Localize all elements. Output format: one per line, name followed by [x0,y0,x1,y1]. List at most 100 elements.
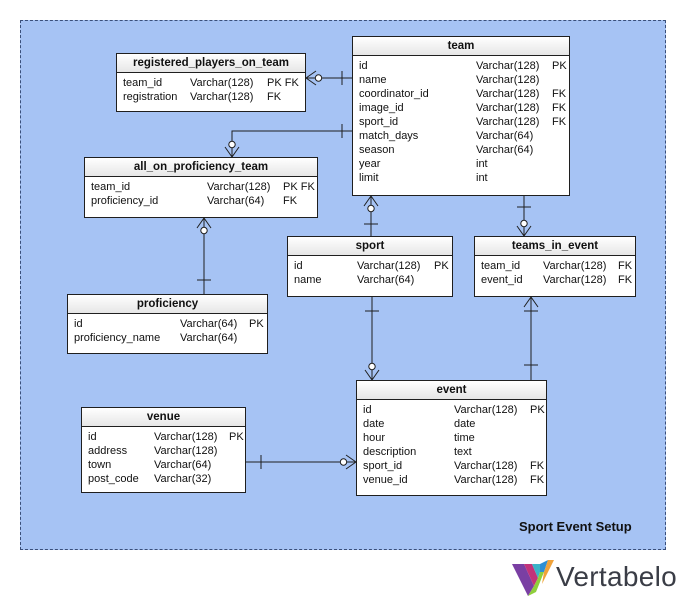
column-name: image_id [359,102,404,114]
column-name: sport_id [363,460,403,472]
rel-team-teams-in-event [516,196,532,237]
column-type: Varchar(64) [180,318,238,330]
column-type: Varchar(128) [454,460,518,472]
column-key: PK FK [283,181,315,193]
column-name: registration [123,91,178,103]
table-title: all_on_proficiency_team [85,158,317,177]
table-title: venue [82,408,245,427]
column-type: Varchar(64) [357,274,415,286]
table-row: post_code Varchar(32) [88,472,245,486]
vertabelo-logo: Vertabelo [510,556,680,602]
column-name: match_days [359,130,419,142]
table-row: sport_id Varchar(128) FK [363,459,546,473]
column-key: FK [618,274,633,286]
column-type: Varchar(128) [476,74,540,86]
column-key: PK [229,431,244,443]
table-row: address Varchar(128) [88,444,245,458]
column-key: PK [530,404,545,416]
column-key: FK [552,116,567,128]
rel-sport-team [363,195,379,236]
table-registered-players-on-team[interactable]: registered_players_on_team team_id Varch… [116,53,306,112]
brand-name: Vertabelo [556,561,678,592]
table-row: limit int [359,171,569,185]
table-title: registered_players_on_team [117,54,305,73]
column-type: Varchar(128) [543,274,607,286]
rel-registered-players-team [305,70,352,86]
vertabelo-logo-icon [512,560,554,596]
column-key: PK [552,60,567,72]
table-row: registration Varchar(128) FK [123,90,305,104]
column-name: town [88,459,112,471]
column-name: proficiency_name [74,332,161,344]
column-type: Varchar(64) [476,130,534,142]
column-type: int [476,172,488,184]
column-type: Varchar(32) [154,473,212,485]
column-key: FK [530,460,545,472]
column-name: description [363,446,417,458]
table-row: name Varchar(128) [359,73,569,87]
table-row: season Varchar(64) [359,143,569,157]
table-row: name Varchar(64) [294,273,452,287]
column-key: FK [552,102,567,114]
column-name: id [363,404,372,416]
column-name: sport_id [359,116,399,128]
column-type: date [454,418,476,430]
column-type: Varchar(64) [476,144,534,156]
column-type: int [476,158,488,170]
column-name: limit [359,172,379,184]
diagram-title: Sport Event Setup [519,519,632,534]
column-name: id [74,318,83,330]
column-key: PK FK [267,77,299,89]
column-type: Varchar(128) [154,431,218,443]
column-name: address [88,445,128,457]
table-row: team_id Varchar(128) PK FK [123,76,305,90]
column-key: FK [267,91,282,103]
table-row: image_id Varchar(128) FK [359,101,569,115]
column-type: Varchar(128) [154,445,218,457]
column-name: venue_id [363,474,408,486]
table-title: team [353,37,569,56]
column-type: Varchar(128) [454,474,518,486]
column-key: FK [530,474,545,486]
column-name: season [359,144,395,156]
rel-proficiency-all-on-proficiency [196,217,212,294]
table-title: event [357,381,546,400]
column-type: Varchar(128) [543,260,607,272]
column-type: Varchar(128) [476,102,540,114]
column-name: team_id [123,77,163,89]
column-type: Varchar(64) [207,195,265,207]
column-key: PK [434,260,449,272]
column-name: post_code [88,473,139,485]
column-type: Varchar(64) [180,332,238,344]
table-row: venue_id Varchar(128) FK [363,473,546,487]
column-name: proficiency_id [91,195,159,207]
table-row: proficiency_name Varchar(64) [74,331,267,345]
column-name: team_id [481,260,521,272]
rel-team-all-on-proficiency [224,124,352,158]
column-name: id [359,60,368,72]
column-type: Varchar(128) [476,88,540,100]
column-name: name [359,74,387,86]
table-row: match_days Varchar(64) [359,129,569,143]
column-name: name [294,274,322,286]
